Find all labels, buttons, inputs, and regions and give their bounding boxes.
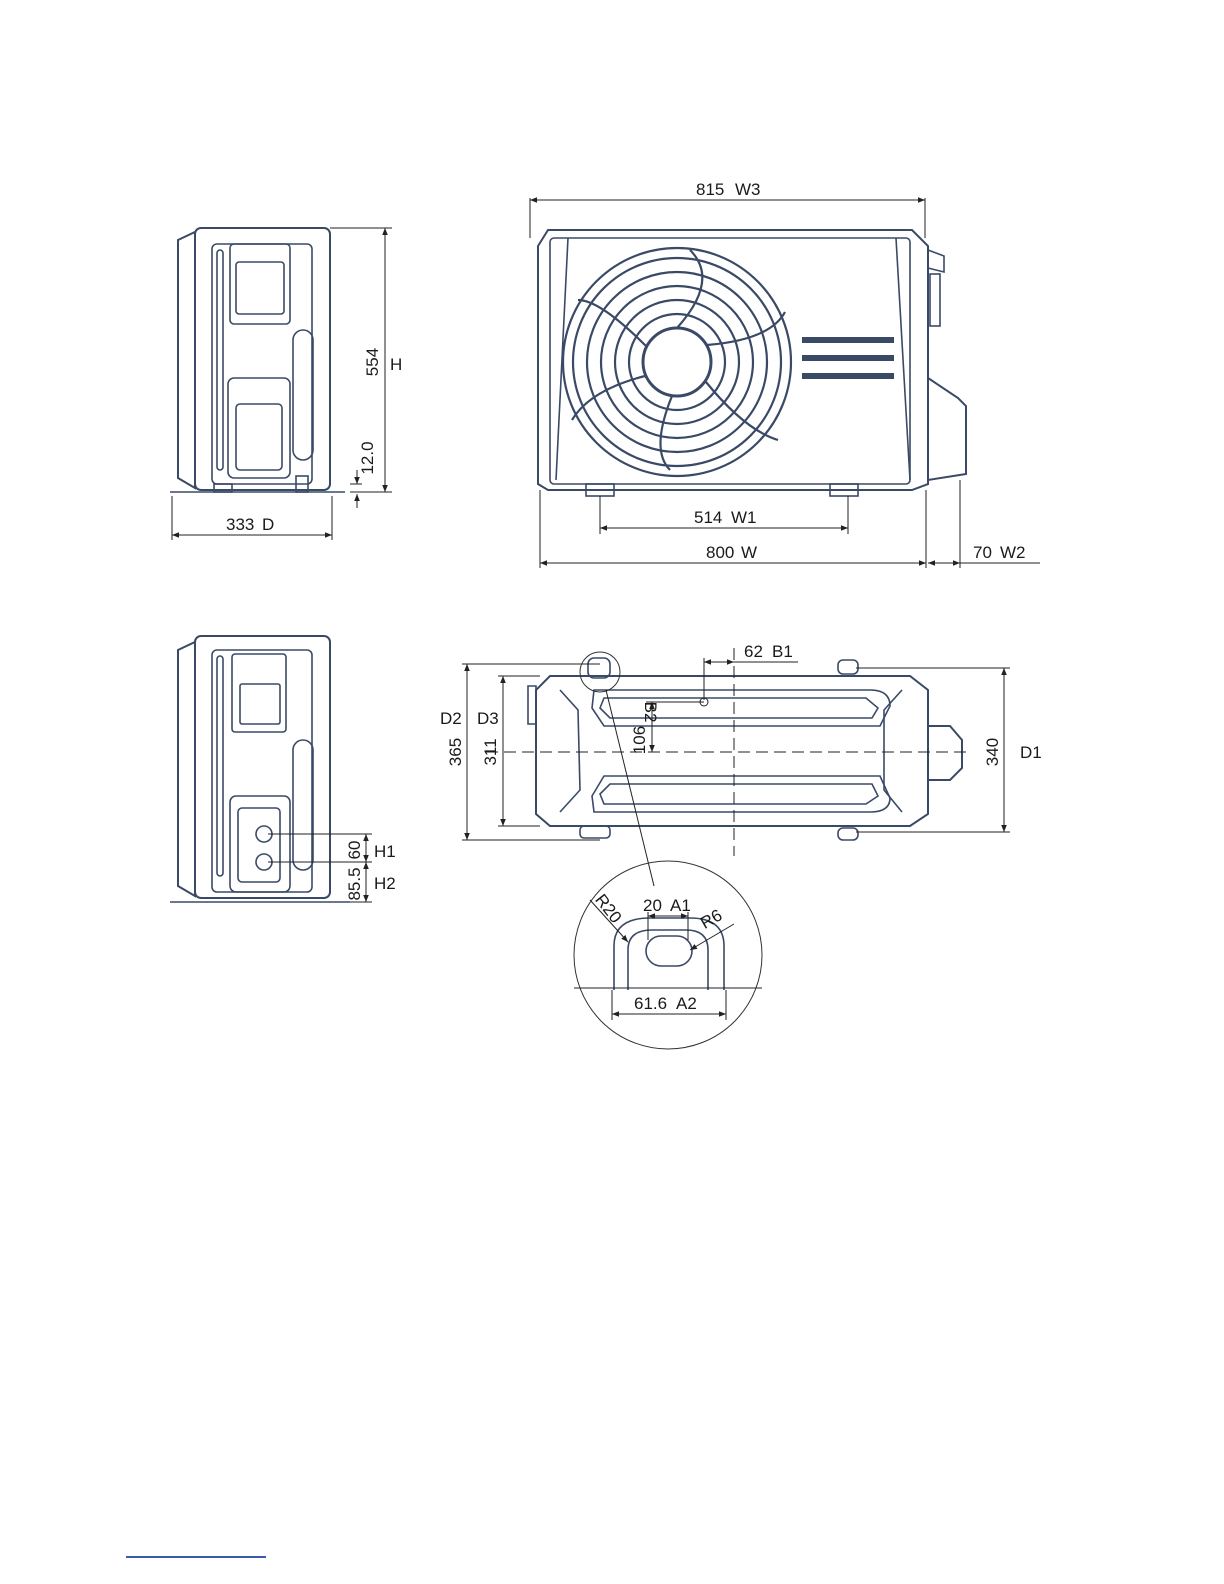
dim-h2-value: 85.5 <box>345 867 364 900</box>
dim-r20-value: R20 <box>591 890 625 926</box>
dim-d-label: D <box>262 515 274 534</box>
dim-d1-value: 340 <box>983 738 1002 766</box>
dim-h-label: H <box>390 355 402 374</box>
dim-a2-value: 61.6 <box>634 994 667 1013</box>
top-view <box>528 658 962 840</box>
dim-b2-label: B2 <box>641 702 660 723</box>
dim-a2: 61.6 A2 <box>612 990 726 1020</box>
dim-d3-value: 311 <box>481 738 500 765</box>
dim-r6: R6 <box>690 906 734 950</box>
dim-b1-label: B1 <box>772 642 793 661</box>
dim-a2-label: A2 <box>676 994 697 1013</box>
dim-b1-value: 62 <box>744 642 763 661</box>
footer-rule <box>126 1556 266 1558</box>
dim-w2-value: 70 <box>973 543 992 562</box>
dim-b2-value: 106 <box>630 726 649 754</box>
dim-h-base-value: 12.0 <box>358 441 377 474</box>
dim-w: 800 W <box>540 490 926 568</box>
side-view <box>170 228 345 492</box>
dim-d-value: 333 <box>226 515 254 534</box>
dim-w1: 514 W1 <box>600 496 848 534</box>
dim-w-label: W <box>741 543 757 562</box>
dim-h2-label: H2 <box>374 874 396 893</box>
dim-w3-label: W3 <box>735 180 761 199</box>
dim-d3-label: D3 <box>477 709 499 728</box>
dim-h1-value: 60 <box>345 841 364 860</box>
dim-d2-label: D2 <box>440 709 462 728</box>
dim-h-base: 12.0 <box>350 441 377 508</box>
dim-w1-label: W1 <box>731 508 757 527</box>
dim-r6-value: R6 <box>697 906 725 933</box>
dim-w3-value: 815 <box>696 180 724 199</box>
dim-w-value: 800 <box>706 543 734 562</box>
dim-w1-value: 514 <box>694 508 722 527</box>
dim-r20: R20 <box>590 890 628 942</box>
dim-h-value: 554 <box>363 348 382 376</box>
dim-w2-label: W2 <box>1000 543 1026 562</box>
dim-d3: 311 D3 <box>477 676 540 826</box>
dim-a1-value: 20 <box>643 896 662 915</box>
dim-a1-label: A1 <box>670 896 691 915</box>
dim-d1-label: D1 <box>1020 743 1042 762</box>
dim-d: 333 D <box>172 496 332 540</box>
dim-w2: 70 W2 <box>928 480 1040 568</box>
dim-d2-value: 365 <box>446 738 465 766</box>
dim-h1-label: H1 <box>374 842 396 861</box>
